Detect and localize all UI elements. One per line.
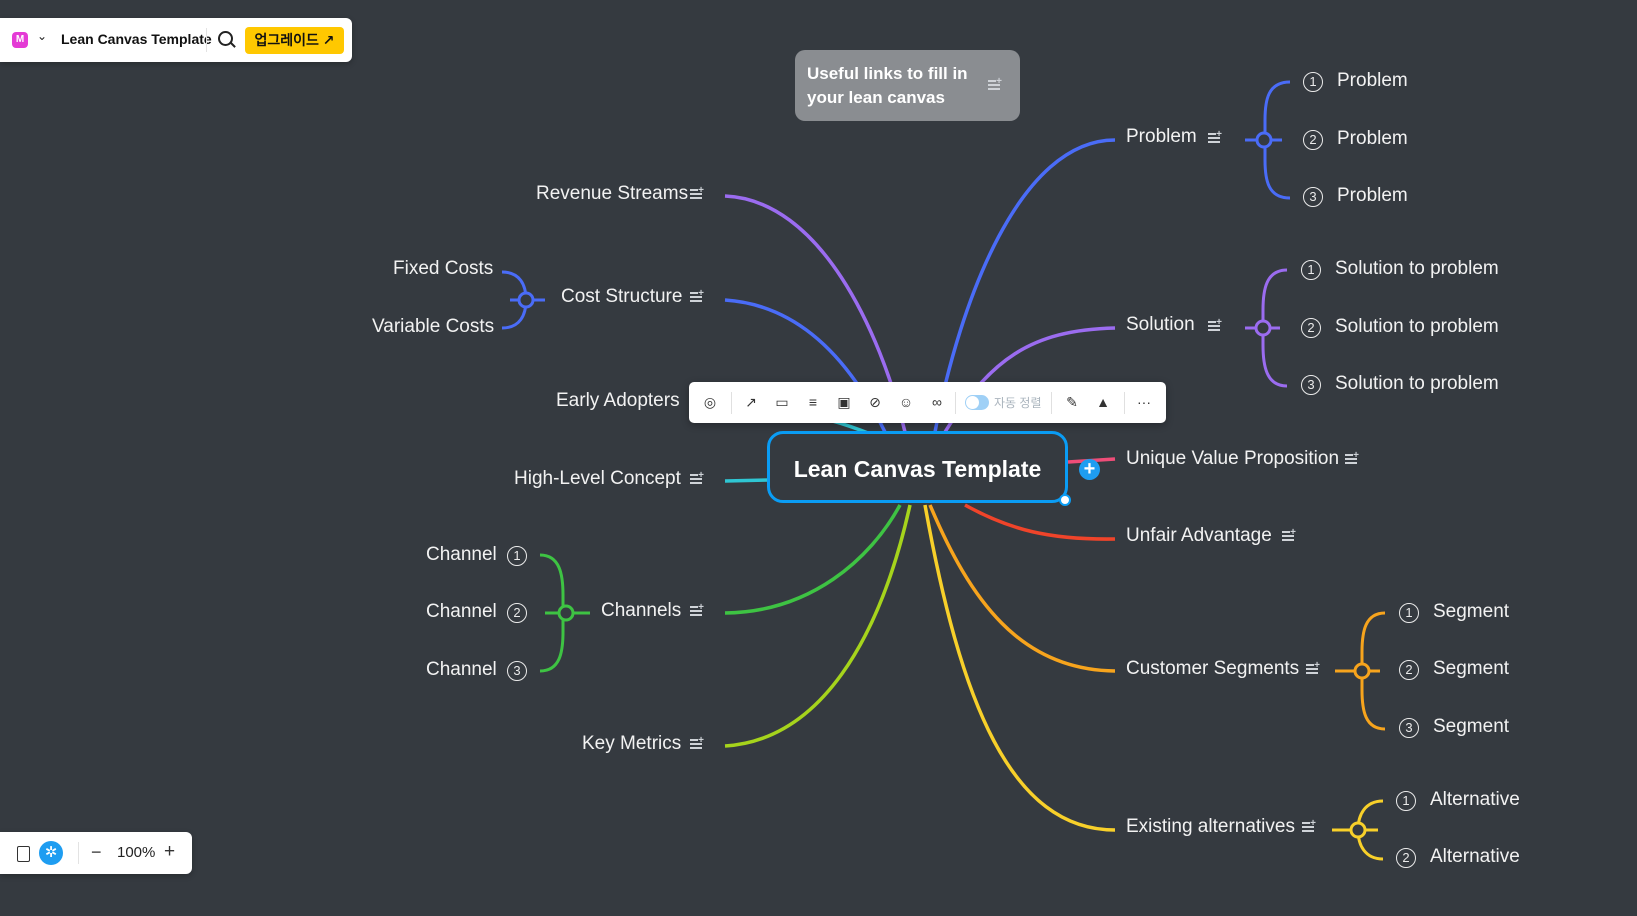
divider [1051, 392, 1052, 414]
zoom-out-button[interactable]: − [91, 842, 102, 862]
app-toolbar: M ⌄ Lean Canvas Template 업그레이드 ↗ [0, 18, 352, 62]
number-3-icon: 3 [1399, 718, 1419, 738]
subtopic-solution[interactable]: Solution to problem [1335, 316, 1499, 337]
emoji-icon[interactable]: ☺ [898, 394, 914, 410]
connector-icon[interactable]: ↗ [745, 394, 757, 410]
topic-toolbar: ◎ ↗ ▭ ≡ ▣ ⊘ ☺ ∞ 자동 정렬 ✎ ▲ ··· [689, 382, 1166, 423]
notes-icon[interactable]: + [1282, 528, 1296, 543]
number-2-icon: 2 [1399, 660, 1419, 680]
number-2-icon: 2 [507, 603, 527, 623]
resize-handle[interactable] [1059, 494, 1071, 506]
number-2-icon: 2 [1303, 130, 1323, 150]
topic-unfair-advantage[interactable]: Unfair Advantage [1126, 525, 1272, 546]
subtopic-channel[interactable]: Channel [426, 601, 497, 622]
number-3-icon: 3 [1303, 187, 1323, 207]
add-topic-button[interactable]: + [1079, 459, 1100, 480]
notes-icon[interactable]: + [1208, 318, 1222, 333]
central-topic-title: Lean Canvas Template [793, 456, 1042, 482]
chevron-down-icon[interactable]: ⌄ [37, 29, 48, 43]
topic-channels[interactable]: Channels [601, 600, 682, 621]
more-icon[interactable]: ··· [1137, 394, 1151, 410]
number-1-icon: 1 [1303, 72, 1323, 92]
topic-problem[interactable]: Problem [1126, 126, 1197, 147]
subtopic-problem[interactable]: Problem [1337, 185, 1408, 206]
subtopic-variable-costs[interactable]: Variable Costs [372, 316, 495, 337]
subtopic-segment[interactable]: Segment [1433, 658, 1510, 679]
topic-unique-value-proposition[interactable]: Unique Value Proposition [1126, 448, 1340, 469]
document-view-icon[interactable] [17, 846, 30, 862]
attachment-icon[interactable]: ⊘ [869, 394, 881, 410]
fill-color-icon[interactable]: ✎ [1066, 394, 1078, 410]
number-2-icon: 2 [1301, 318, 1321, 338]
note-topic[interactable]: Useful links to fill in your lean canvas… [795, 50, 1020, 121]
number-2-icon: 2 [1396, 848, 1416, 868]
notes-icon[interactable]: + [690, 186, 704, 201]
notes-icon[interactable]: + [690, 471, 704, 486]
number-3-icon: 3 [1301, 375, 1321, 395]
number-1-icon: 1 [507, 546, 527, 566]
notes-icon[interactable]: + [1306, 661, 1320, 676]
topic-existing-alternatives[interactable]: Existing alternatives [1126, 816, 1295, 837]
text-color-icon[interactable]: ▲ [1096, 394, 1110, 410]
zoom-level: 100% [117, 844, 156, 861]
divider [955, 392, 956, 414]
link-icon[interactable]: ∞ [932, 394, 942, 410]
subtopic-segment[interactable]: Segment [1433, 601, 1510, 622]
upgrade-button[interactable]: 업그레이드 ↗ [245, 27, 344, 54]
subtopic-solution[interactable]: Solution to problem [1335, 258, 1499, 279]
topic-cost-structure[interactable]: Cost Structure [561, 286, 683, 307]
view-controls: ✲ − 100% + [0, 832, 192, 874]
notes-icon[interactable]: + [690, 736, 704, 751]
subtopic-solution[interactable]: Solution to problem [1335, 373, 1499, 394]
topic-high-level-concept[interactable]: High-Level Concept [514, 468, 681, 489]
search-icon[interactable] [218, 31, 233, 46]
mindmap-view-icon[interactable]: ✲ [39, 841, 63, 865]
notes-icon[interactable]: + [1345, 451, 1359, 466]
number-3-icon: 3 [507, 661, 527, 681]
notes-icon[interactable]: + [690, 289, 704, 304]
topic-customer-segments[interactable]: Customer Segments [1126, 658, 1300, 679]
subtopic-channel[interactable]: Channel [426, 544, 497, 565]
subtopic-problem[interactable]: Problem [1337, 128, 1408, 149]
image-icon[interactable]: ▣ [837, 394, 851, 410]
topic-early-adopters[interactable]: Early Adopters [556, 390, 680, 411]
subtopic-segment[interactable]: Segment [1433, 716, 1510, 737]
topic-revenue-streams[interactable]: Revenue Streams [536, 183, 689, 204]
auto-align-label: 자동 정렬 [994, 396, 1042, 410]
check-circle-icon[interactable]: ◎ [703, 394, 717, 410]
number-1-icon: 1 [1396, 791, 1416, 811]
zoom-in-button[interactable]: + [164, 841, 176, 862]
subtopic-fixed-costs[interactable]: Fixed Costs [393, 258, 494, 279]
divider [1124, 392, 1125, 414]
divider [78, 842, 79, 864]
logo-icon[interactable]: M [12, 32, 28, 48]
number-1-icon: 1 [1399, 603, 1419, 623]
notes-icon[interactable]: + [988, 77, 1002, 92]
subtopic-channel[interactable]: Channel [426, 659, 497, 680]
central-topic[interactable]: Lean Canvas Template [767, 431, 1071, 506]
auto-align-toggle[interactable] [965, 395, 989, 410]
document-title[interactable]: Lean Canvas Template [61, 31, 212, 47]
notes-icon[interactable]: ≡ [808, 394, 818, 410]
divider [206, 28, 207, 52]
topic-key-metrics[interactable]: Key Metrics [582, 733, 682, 754]
comment-icon[interactable]: ▭ [775, 394, 789, 410]
topic-solution[interactable]: Solution [1126, 314, 1195, 335]
note-topic-text: Useful links to fill in your lean canvas [807, 64, 968, 107]
number-1-icon: 1 [1301, 260, 1321, 280]
subtopic-problem[interactable]: Problem [1337, 70, 1408, 91]
notes-icon[interactable]: + [1302, 819, 1316, 834]
notes-icon[interactable]: + [1208, 130, 1222, 145]
subtopic-alternative[interactable]: Alternative [1430, 846, 1520, 867]
subtopic-alternative[interactable]: Alternative [1430, 789, 1520, 810]
notes-icon[interactable]: + [690, 603, 704, 618]
divider [731, 392, 732, 414]
